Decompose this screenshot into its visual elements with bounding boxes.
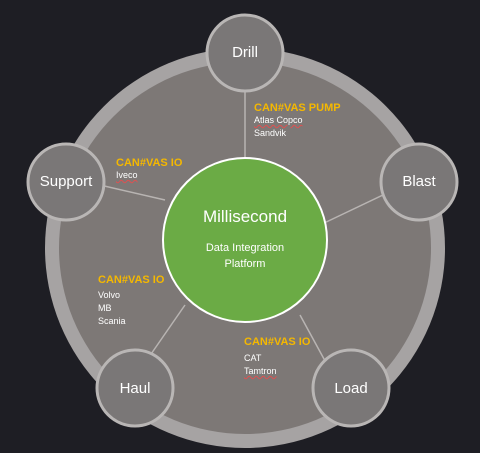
group-haul-io-item: Volvo	[98, 290, 121, 300]
node-drill-label: Drill	[232, 44, 258, 61]
node-support-label: Support	[39, 173, 93, 190]
group-haul-io: CAN#VAS IO Volvo MB Scania	[98, 274, 164, 328]
group-load-io-item: Tamtron	[244, 366, 277, 376]
group-haul-io-item: MB	[98, 303, 112, 313]
group-haul-io-item: Scania	[98, 316, 126, 326]
center-subtitle: Data Integration Platform	[170, 240, 320, 272]
group-support-io-title: CAN#VAS IO	[116, 157, 183, 169]
group-haul-io-title: CAN#VAS IO	[98, 274, 165, 286]
node-blast-circle	[379, 142, 459, 222]
node-load-circle	[311, 348, 391, 428]
connector-support	[99, 184, 166, 201]
group-pump-title: CAN#VAS PUMP	[254, 102, 341, 114]
group-support-io: CAN#VAS IO Iveco	[116, 157, 182, 182]
group-load-io-item: CAT	[244, 353, 262, 363]
node-support-circle	[26, 142, 106, 222]
node-haul-label: Haul	[119, 380, 151, 397]
connector-blast	[319, 194, 384, 226]
group-support-io-item: Iveco	[116, 170, 138, 180]
group-pump: CAN#VAS PUMP Atlas Copco Sandvik	[254, 102, 341, 140]
group-pump-item: Sandvik	[254, 128, 287, 138]
node-load-label: Load	[334, 380, 368, 397]
center-circle	[162, 157, 328, 323]
group-load-io-title: CAN#VAS IO	[244, 336, 311, 348]
center-subtitle-line2: Platform	[224, 258, 266, 270]
node-blast-label: Blast	[402, 173, 436, 190]
node-drill-circle	[205, 13, 285, 93]
center-subtitle-line1: Data Integration	[205, 242, 285, 254]
group-pump-item: Atlas Copco	[254, 115, 303, 125]
group-load-io: CAN#VAS IO CAT Tamtron	[244, 336, 310, 378]
node-haul-circle	[95, 348, 175, 428]
center-title: Millisecond	[202, 207, 288, 226]
